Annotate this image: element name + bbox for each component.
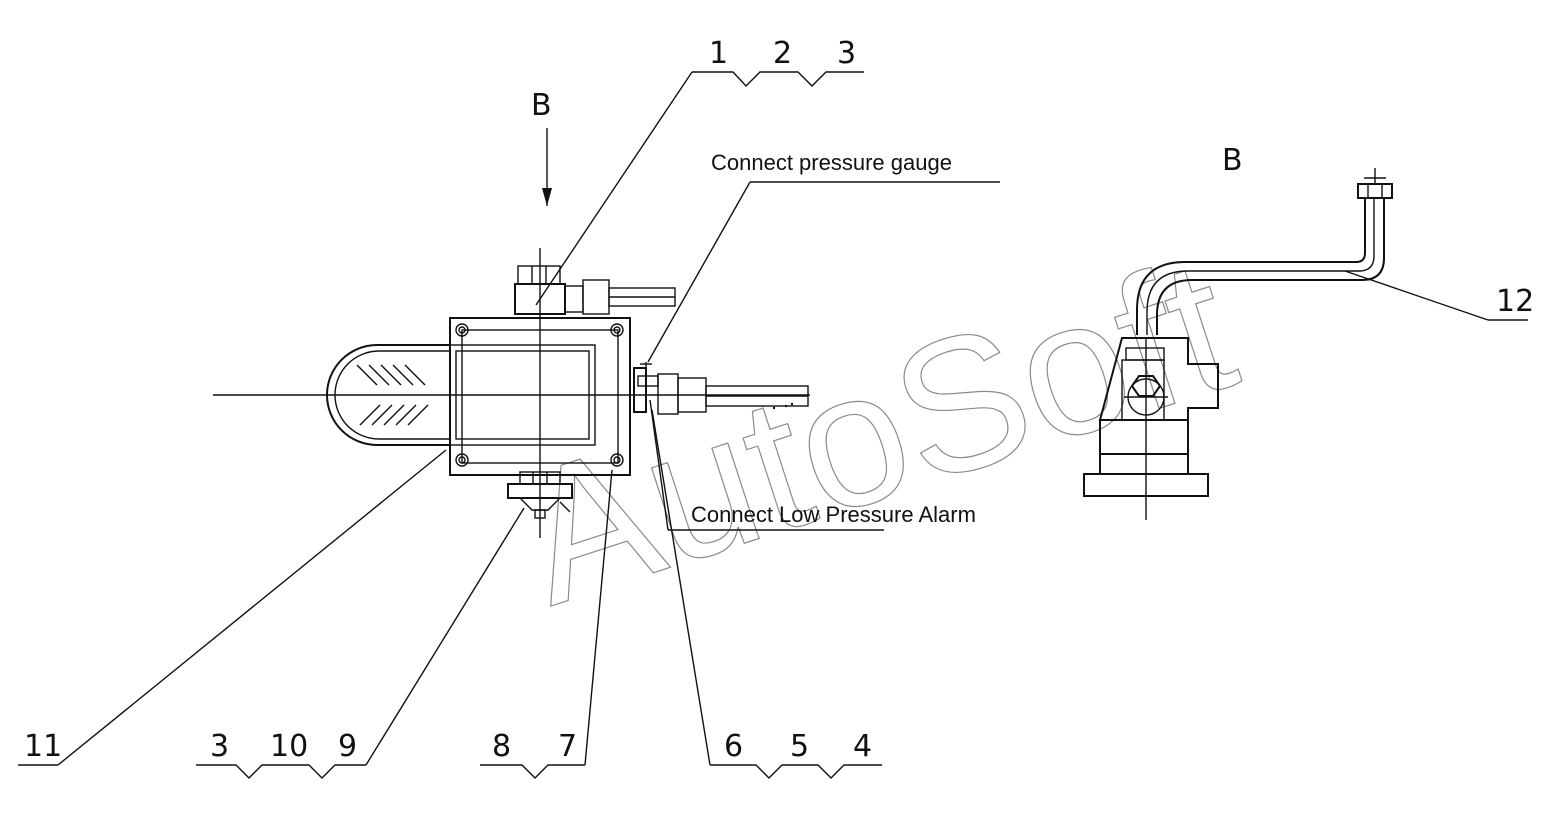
low-pressure-alarm-label: Connect Low Pressure Alarm: [691, 502, 976, 527]
bent-pipe-outer: [1136, 198, 1366, 335]
pipe-top-nut: [1357, 183, 1393, 199]
pressure-gauge-label: Connect pressure gauge: [711, 150, 952, 175]
callout-11-label: 11: [24, 729, 62, 764]
leader-11: [57, 449, 447, 766]
bolt-bottom-left: [455, 453, 469, 467]
gauge-port: [637, 375, 659, 387]
leader-pressure-gauge: [647, 181, 751, 363]
callout-bottom-mid-bar: [480, 764, 585, 779]
bent-pipe-inner: [1156, 198, 1385, 335]
arrow-head: [542, 188, 552, 206]
mounting-plate: [449, 317, 631, 476]
main-assembly: B: [213, 88, 810, 538]
valve-base-flange: [1083, 473, 1209, 497]
callout-11: 11: [18, 449, 447, 766]
side-connector: [633, 367, 647, 413]
bottom-fitting-nut: [519, 471, 561, 485]
leader-bottom-mid: [584, 469, 613, 766]
callout-bottom-left: 3 10 9: [196, 507, 525, 779]
view-arrow-b: B: [531, 88, 552, 206]
callout-12-label: 12: [1496, 284, 1534, 319]
callout-top-bar: [692, 71, 864, 88]
top-fitting-sleeve: [582, 279, 610, 315]
callout-bottom-right: 6 5 4: [651, 409, 882, 779]
bolt-top-left: [455, 323, 469, 337]
corner-bolts: [455, 323, 624, 467]
arrow-b-label: B: [531, 88, 552, 123]
valve-top-collar: [1125, 347, 1165, 361]
view-b-label: B: [1222, 143, 1243, 178]
callout-10: 10: [270, 729, 308, 764]
window-glass: [455, 350, 590, 440]
callout-top: 1 2 3: [535, 36, 864, 306]
callout-1: 1: [709, 36, 728, 71]
sight-tube-outer: [326, 344, 450, 446]
mounting-plate-inner: [461, 329, 619, 464]
bolt-top-right: [610, 323, 624, 337]
glass-hatching: [356, 364, 429, 426]
callout-bottom-mid: 8 7: [480, 469, 613, 779]
callout-3: 3: [837, 36, 856, 71]
note-pressure-gauge: Connect pressure gauge: [647, 150, 1000, 363]
valve-body: [1098, 337, 1219, 421]
top-fitting: [514, 265, 676, 315]
bottom-drain: [534, 509, 546, 519]
top-fitting-nut: [517, 265, 561, 285]
leader-bottom-right: [651, 409, 711, 766]
note-low-pressure-alarm: Connect Low Pressure Alarm: [649, 399, 976, 531]
leader-top: [535, 71, 693, 306]
leader-low-pressure: [649, 399, 669, 531]
callout-7: 7: [558, 729, 577, 764]
callout-8: 8: [492, 729, 511, 764]
callout-5: 5: [790, 729, 809, 764]
callout-bottom-right-bar: [710, 764, 882, 779]
callout-bottom-left-bar: [196, 764, 366, 779]
callout-2: 2: [773, 36, 792, 71]
callout-4: 4: [853, 729, 872, 764]
bent-pipe-center: [1146, 198, 1375, 335]
bolt-bottom-right: [610, 453, 624, 467]
callout-9: 9: [338, 729, 357, 764]
top-fitting-collar: [564, 285, 584, 313]
sight-tube-inner: [334, 350, 450, 440]
leader-bottom-left: [365, 507, 525, 766]
bottom-fitting: [507, 471, 573, 519]
callout-3b: 3: [210, 729, 229, 764]
right-fitting: [633, 362, 809, 415]
view-b: B 12: [1083, 143, 1534, 520]
leader-12: [1344, 270, 1489, 321]
callout-6: 6: [724, 729, 743, 764]
